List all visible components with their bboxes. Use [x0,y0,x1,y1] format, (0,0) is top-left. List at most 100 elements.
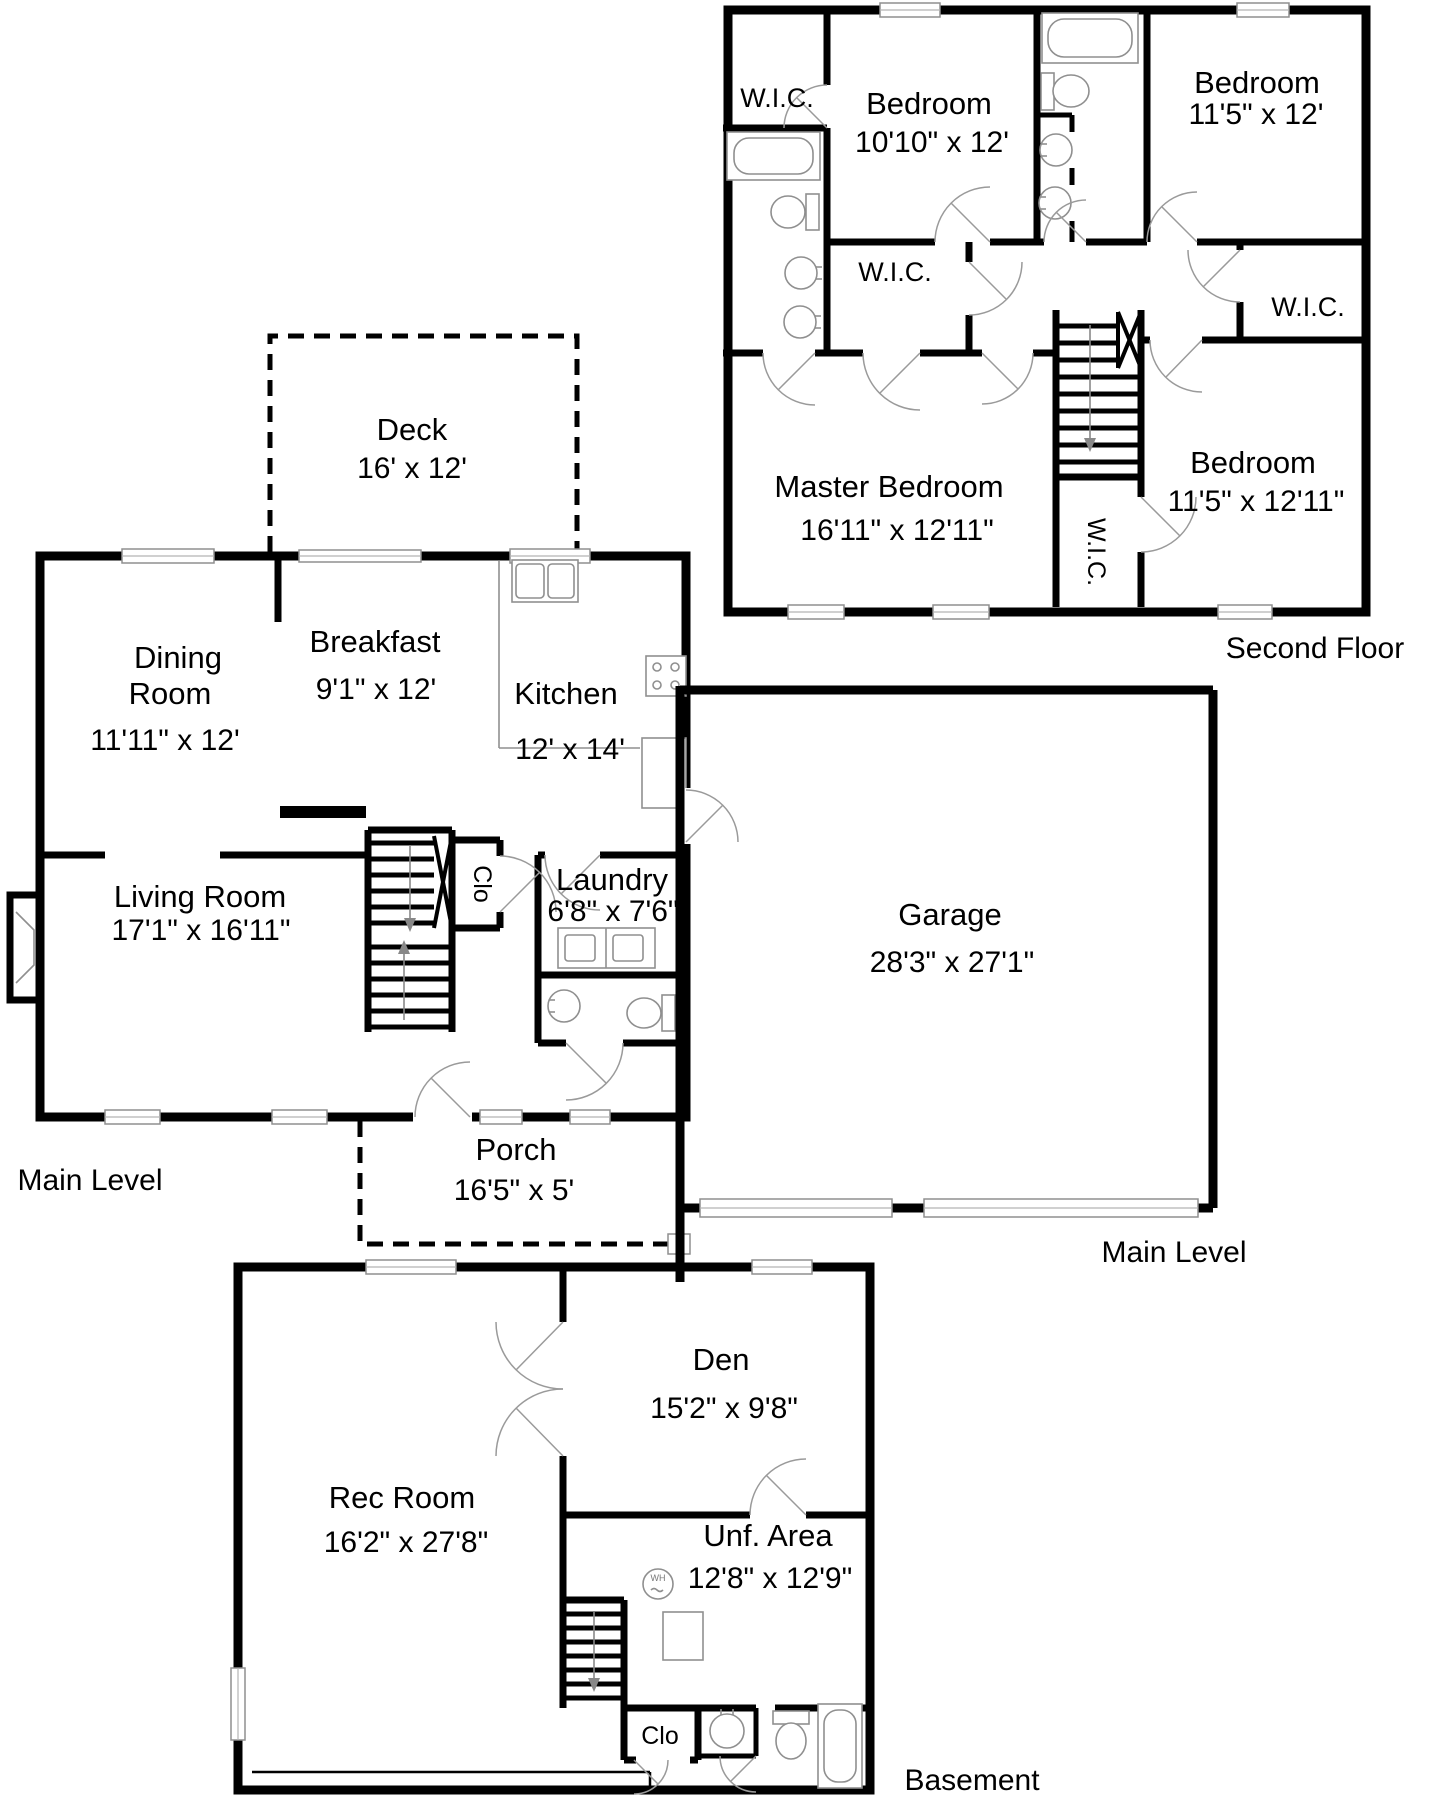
window [751,1259,813,1275]
basement-stairs [563,1611,624,1701]
window [271,1109,328,1125]
basement-labels: Den 15'2" x 9'8" Rec Room 16'2" x 27'8" … [324,1342,1040,1797]
room-label-garage: Garage [898,897,1001,932]
room-dims-breakfast: 9'1" x 12' [316,673,437,706]
sink-icon [709,1709,745,1749]
door-arc [1187,249,1241,303]
door-arc [633,1759,669,1795]
door-arc [685,789,739,843]
deck-outline [267,333,580,552]
room-dims-master-bedroom: 16'11" x 12'11" [800,514,993,547]
door-arc [499,855,557,913]
window [1236,2,1290,18]
main-level-fixtures [511,559,687,1032]
second-floor-plan: W.I.C. Bedroom 10'10" x 12' Bedroom 11'5… [723,2,1404,665]
bathtub-icon [726,131,821,181]
room-label-wic-stairwell: W.I.C. [1082,518,1110,586]
garage-doors [699,1198,1199,1218]
basement-fixtures: WH [642,1568,863,1789]
window [1217,604,1273,620]
kitchen-double-sink-icon [511,559,579,603]
door-arc [1146,191,1198,243]
main-level-plan: Deck 16' x 12' Dining Room 11'11" x 12' … [6,333,739,1255]
floor-label-main-level-left: Main Level [17,1164,162,1197]
second-floor-walls [723,5,1371,617]
room-dims-dining: 11'11" x 12' [90,724,239,757]
toilet-icon [626,994,676,1032]
door-arc [862,352,921,411]
room-label-closet: Clo [468,865,496,903]
room-label-deck: Deck [377,412,448,447]
garage-door [699,1198,893,1218]
room-label-dining-line1: Dining [134,640,222,675]
toilet-icon [1040,72,1090,111]
room-dims-porch: 16'5" x 5' [454,1174,575,1207]
window [932,604,990,620]
door-arc [981,352,1034,405]
window [569,1109,611,1125]
toilet-icon [772,1710,810,1760]
second-floor-stairs [1056,311,1143,465]
room-label-wic-right: W.I.C. [1271,292,1345,322]
window [787,604,845,620]
furnace-icon [662,1611,704,1661]
room-label-breakfast: Breakfast [310,624,441,659]
room-label-rec-room: Rec Room [329,1480,475,1515]
main-level-stairs [368,835,454,1030]
basement-walls [233,1262,875,1795]
sink-icon [547,989,581,1023]
room-label-unf-area: Unf. Area [703,1518,833,1553]
door-arc [934,186,991,243]
window [879,2,941,18]
window [479,1109,523,1125]
garage-walls [675,685,1218,1282]
room-dims-garage: 28'3" x 27'1" [870,946,1035,979]
sink-icon [784,256,822,290]
room-dims-living-room: 17'1" x 16'11" [112,914,291,947]
room-dims-den: 15'2" x 9'8" [650,1392,798,1425]
room-dims-kitchen: 12' x 14' [515,733,625,766]
washer-dryer-icon [557,927,656,969]
door-arc [719,1755,757,1793]
garage-labels: Garage 28'3" x 27'1" Main Level [870,897,1247,1269]
room-label-living-room: Living Room [114,879,286,914]
door-arc [968,261,1023,316]
room-label-bedroom-top-center: Bedroom [866,86,992,121]
second-floor-labels: W.I.C. Bedroom 10'10" x 12' Bedroom 11'5… [740,65,1404,665]
second-floor-fixtures [726,12,1139,339]
door-arc [783,84,828,129]
door-arc [1149,339,1203,393]
room-dims-deck: 16' x 12' [357,452,467,485]
basement-windows [230,1259,813,1741]
floor-label-main-level-right: Main Level [1101,1236,1246,1269]
basement-doors [495,1321,807,1795]
door-arc [1140,496,1197,553]
water-heater-icon: WH [642,1568,674,1600]
floor-label-basement: Basement [904,1764,1040,1797]
window [365,1259,457,1275]
room-dims-unf-area: 12'8" x 12'9" [688,1562,853,1595]
bathtub-icon [1041,12,1139,64]
sliding-door [298,549,422,563]
sink-icon [783,305,821,339]
second-floor-doors [762,84,1241,553]
room-label-bedroom-bottom-right: Bedroom [1190,445,1316,480]
room-label-wic-center: W.I.C. [858,257,932,287]
sink-icon [1039,133,1073,167]
door-arc [414,1061,471,1118]
room-label-laundry: Laundry [556,862,669,897]
door-arc [749,1458,807,1516]
door-arc [762,352,816,406]
bathtub-icon [817,1703,863,1789]
room-dims-rec-room: 16'2" x 27'8" [324,1526,489,1559]
front-door-opening [413,1108,472,1126]
door-arc [495,1321,564,1390]
door-arc [1043,199,1087,243]
room-dims-laundry: 6'8" x 7'6" [547,895,678,928]
door-arc [565,1042,624,1101]
door-arc [495,1388,564,1457]
floor-label-second-floor: Second Floor [1226,632,1404,665]
water-heater-label: WH [651,1573,666,1583]
second-floor-windows [787,2,1290,620]
window [230,1667,246,1741]
